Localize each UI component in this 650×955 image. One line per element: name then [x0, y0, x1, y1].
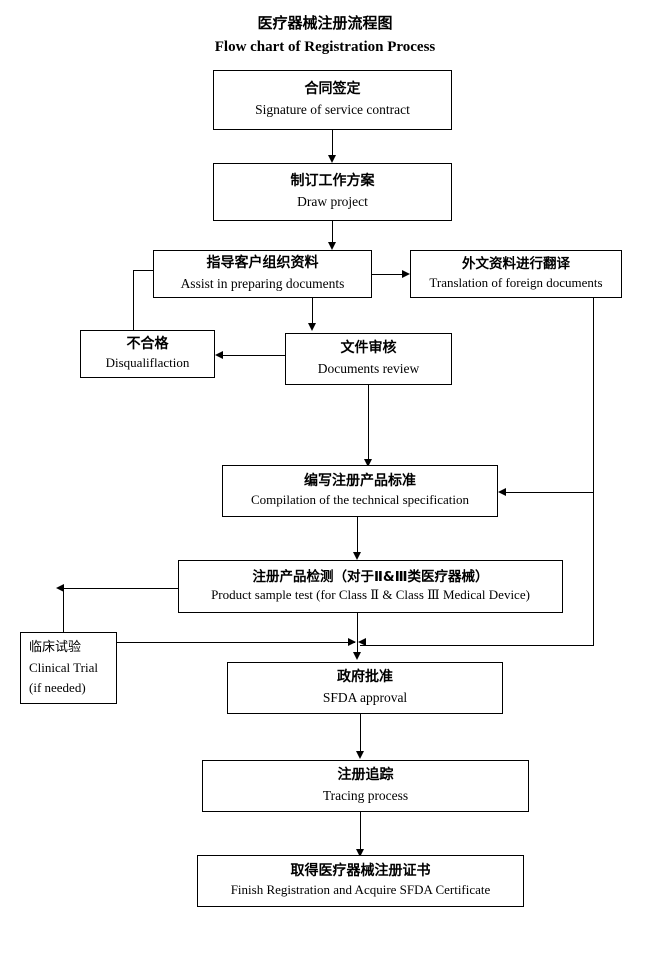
node-plan-en: Draw project: [297, 193, 368, 209]
node-finish-en: Finish Registration and Acquire SFDA Cer…: [230, 882, 491, 898]
page-title-en: Flow chart of Registration Process: [214, 39, 436, 55]
edge-rail-spec-arrow: [498, 488, 506, 496]
node-spec-en: Compilation of the technical specificati…: [250, 492, 470, 508]
edge-translate-rail-vline: [593, 298, 594, 645]
edge-assist-review-line: [312, 298, 313, 326]
edge-tracing-finish-line: [360, 812, 361, 855]
node-plan[interactable]: 制订工作方案 Draw project: [213, 163, 452, 221]
edge-sampletest-clinical-hline: [63, 588, 178, 589]
edge-clinical-junction-line: [117, 642, 355, 643]
edge-assist-translate-arrow: [402, 270, 410, 278]
node-clinical-en: Clinical Trial: [29, 659, 98, 675]
node-tracing[interactable]: 注册追踪 Tracing process: [202, 760, 529, 812]
node-assist[interactable]: 指导客户组织资料 Assist in preparing documents: [153, 250, 372, 298]
edge-contract-plan-line: [332, 130, 333, 158]
edge-rail-spec-hline: [506, 492, 594, 493]
node-finish-zh: 取得医疗器械注册证书: [290, 862, 431, 879]
edge-spec-sampletest-arrow: [353, 552, 361, 560]
node-approval-zh: 政府批准: [337, 669, 393, 686]
edge-sampletest-junction-vline: [357, 613, 358, 655]
edge-rail-junction-arrow: [358, 638, 366, 646]
node-approval[interactable]: 政府批准 SFDA approval: [227, 662, 503, 714]
edge-plan-assist-line: [332, 221, 333, 246]
edge-junction-approval-arrow: [353, 652, 361, 660]
edge-review-spec-arrow: [364, 459, 372, 467]
node-approval-en: SFDA approval: [322, 689, 408, 705]
edge-disqualify-assist-vline: [133, 270, 134, 330]
node-sampletest[interactable]: 注册产品检测（对于Ⅱ&Ⅲ类医疗器械） Product sample test (…: [178, 560, 563, 613]
node-disqualify-zh: 不合格: [126, 335, 169, 352]
node-clinical[interactable]: 临床试验 Clinical Trial (if needed): [20, 632, 117, 704]
edge-review-disqualify-arrow: [215, 351, 223, 359]
edge-approval-tracing-arrow: [356, 751, 364, 759]
node-spec[interactable]: 编写注册产品标准 Compilation of the technical sp…: [222, 465, 498, 517]
edge-disqualify-assist-hline: [133, 270, 154, 271]
node-review-en: Documents review: [317, 360, 420, 376]
node-assist-en: Assist in preparing documents: [180, 275, 345, 291]
node-contract-en: Signature of service contract: [255, 101, 410, 117]
node-review[interactable]: 文件审核 Documents review: [285, 333, 452, 385]
node-translate[interactable]: 外文资料进行翻译 Translation of foreign document…: [410, 250, 622, 298]
page-title-zh: 医疗器械注册流程图: [257, 14, 393, 32]
edge-assist-translate-line: [372, 274, 404, 275]
node-review-zh: 文件审核: [340, 340, 397, 357]
node-contract[interactable]: 合同签定 Signature of service contract: [213, 70, 452, 130]
edge-review-disqualify-line: [223, 355, 285, 356]
edge-spec-sampletest-line: [357, 517, 358, 557]
node-disqualify[interactable]: 不合格 Disqualiflaction: [80, 330, 215, 378]
node-tracing-zh: 注册追踪: [337, 767, 394, 784]
edge-approval-tracing-line: [360, 714, 361, 756]
edge-contract-plan-arrow: [328, 155, 336, 163]
edge-sampletest-clinical-vline: [63, 588, 64, 632]
node-translate-zh: 外文资料进行翻译: [462, 256, 570, 273]
edge-tracing-finish-arrow: [356, 849, 364, 857]
edge-assist-review-arrow: [308, 323, 316, 331]
edge-clinical-junction-arrow: [348, 638, 356, 646]
node-clinical-zh: 临床试验: [29, 640, 82, 656]
edge-sampletest-clinical-arrow: [56, 584, 64, 592]
node-translate-en: Translation of foreign documents: [429, 274, 603, 290]
node-sampletest-en: Product sample test (for Class Ⅱ & Class…: [211, 587, 530, 603]
node-clinical-en2: (if needed): [29, 679, 86, 695]
node-tracing-en: Tracing process: [322, 787, 409, 803]
node-finish[interactable]: 取得医疗器械注册证书 Finish Registration and Acqui…: [197, 855, 524, 907]
edge-rail-junction-line: [360, 645, 594, 646]
node-plan-zh: 制订工作方案: [290, 173, 375, 190]
node-sampletest-zh: 注册产品检测（对于Ⅱ&Ⅲ类医疗器械）: [252, 568, 489, 585]
edge-plan-assist-arrow: [328, 242, 336, 250]
node-contract-zh: 合同签定: [304, 81, 361, 98]
node-spec-zh: 编写注册产品标准: [304, 472, 416, 489]
edge-review-spec-line: [368, 385, 369, 465]
node-assist-zh: 指导客户组织资料: [206, 255, 319, 272]
node-disqualify-en: Disqualiflaction: [105, 355, 190, 371]
